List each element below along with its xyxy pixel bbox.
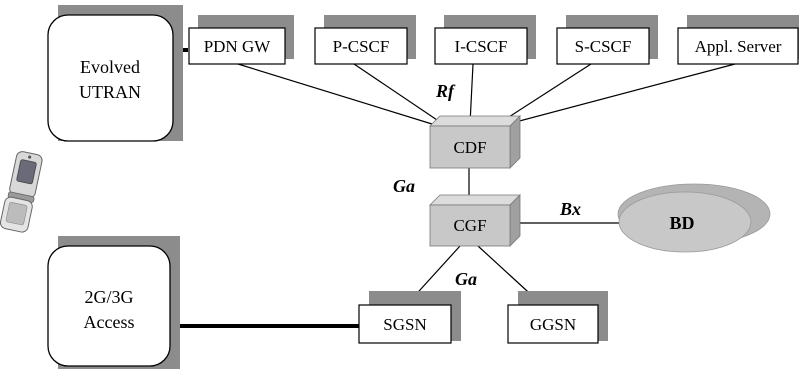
- bd-label: BD: [669, 213, 694, 233]
- rf-line-pdn-gw: [237, 63, 433, 125]
- cdf-label: CDF: [453, 138, 486, 157]
- s-cscf-node: S-CSCF: [556, 15, 658, 65]
- evolved-utran-label-1: Evolved: [80, 57, 140, 77]
- cgf-face: [429, 204, 511, 247]
- cdf-face: [429, 125, 511, 169]
- cgf-top: [429, 194, 521, 206]
- appl-server-label: Appl. Server: [695, 37, 782, 56]
- cgf-node: CGF: [429, 194, 521, 247]
- access-2g3g-label-2: Access: [84, 312, 135, 332]
- connections: [177, 48, 736, 328]
- s-cscf-box: [556, 27, 650, 65]
- sgsn-label: SGSN: [383, 315, 426, 334]
- s-cscf-label: S-CSCF: [575, 37, 632, 56]
- phone-screen: [16, 159, 37, 185]
- ggsn-box: [507, 304, 599, 344]
- phone-camera: [28, 155, 32, 159]
- i-cscf-label: I-CSCF: [455, 37, 508, 56]
- appl-server-box: [677, 27, 799, 65]
- p-cscf-node: P-CSCF: [314, 15, 416, 65]
- access-2g3g-label-1: 2G/3G: [85, 287, 134, 307]
- access-2g3g-box: [47, 245, 171, 367]
- pdn-gw-label: PDN GW: [204, 37, 272, 56]
- access-2g3g-node: 2G/3G Access: [47, 236, 180, 369]
- ga-interface-label-lower: Ga: [455, 269, 477, 289]
- rf-line-appl-server: [507, 63, 736, 125]
- rf-line-i-cscf: [469, 63, 474, 125]
- pdn-gw-node: PDN GW: [188, 15, 294, 65]
- bd-node: BD: [617, 183, 771, 253]
- pdn-gw-box: [188, 27, 286, 65]
- appl-server-node: Appl. Server: [677, 15, 799, 65]
- evolved-utran-node: Evolved UTRAN: [47, 5, 183, 142]
- evolved-utran-label-2: UTRAN: [79, 82, 141, 102]
- ggsn-label: GGSN: [530, 315, 576, 334]
- phone-keypad: [5, 202, 28, 226]
- mobile-phone-icon: [0, 151, 43, 233]
- i-cscf-box: [434, 27, 528, 65]
- p-cscf-box: [314, 27, 408, 65]
- ggsn-node: GGSN: [507, 291, 608, 344]
- cgf-label: CGF: [453, 216, 486, 235]
- cdf-top: [429, 115, 521, 127]
- rf-interface-label: Rf: [435, 81, 456, 101]
- sgsn-node: SGSN: [358, 291, 461, 344]
- rf-line-s-cscf: [497, 63, 592, 125]
- cdf-node: CDF: [429, 115, 521, 169]
- rf-line-p-cscf: [353, 63, 444, 125]
- ga-interface-label-upper: Ga: [393, 176, 415, 196]
- bd-front-disc: [618, 191, 752, 253]
- p-cscf-label: P-CSCF: [333, 37, 390, 56]
- sgsn-box: [358, 304, 452, 344]
- bx-interface-label: Bx: [559, 199, 581, 219]
- i-cscf-node: I-CSCF: [434, 15, 536, 65]
- evolved-utran-box: [47, 14, 174, 142]
